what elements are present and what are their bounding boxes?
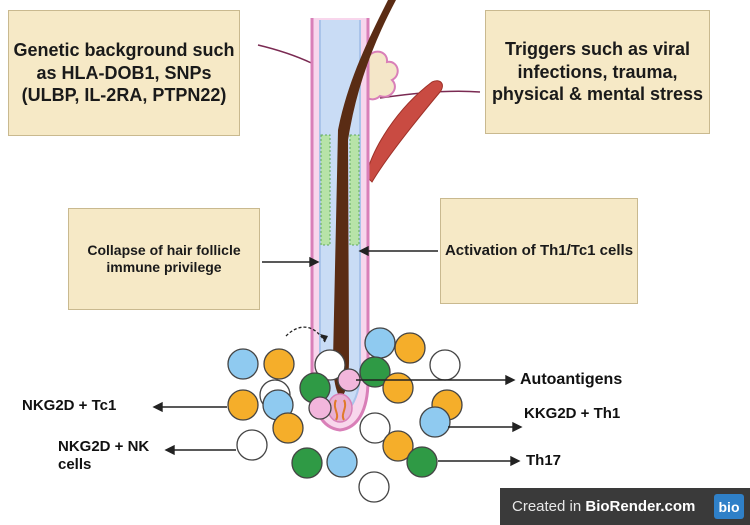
triggers-box: Triggers such as viral infections, traum… [485,10,710,134]
pointer-arrows [152,245,523,467]
immune-cell-icon [272,412,304,444]
immune-cell-icon [358,471,390,503]
immune-cell-icon [263,348,295,380]
hair-shaft [333,0,396,398]
curved-arrow [285,326,326,343]
nkg2d-tc1-label: NKG2D + Tc1 [22,397,117,414]
nkg2d-nk-label: NKG2D + NK cells [58,438,150,473]
immune-cell-icon [359,412,391,444]
immune-cells [227,327,463,503]
immune-cell-icon [364,327,396,359]
badge-text: Created in BioRender.com [500,498,695,515]
immune-cell-icon [314,349,346,381]
th17-label: Th17 [526,452,562,469]
immune-cell-icon [291,447,323,479]
immune-cell-icon [406,446,438,478]
bulge-zone-left [320,134,331,246]
genetic-background-box: Genetic background such as HLA-DOB1, SNP… [8,10,240,136]
th1-tc1-activation-text: Activation of Th1/Tc1 cells [444,241,634,259]
bulge-zone-right [349,134,360,246]
immune-cell-icon [308,396,332,420]
immune-cell-icon [236,429,268,461]
kkg2d-th1-label: KKG2D + Th1 [524,405,621,422]
immune-cell-icon [227,348,259,380]
immune-cell-icon [419,406,451,438]
immune-cell-icon [382,372,414,404]
badge-brand: BioRender.com [585,498,696,515]
immune-cell-icon [227,389,259,421]
biorender-logo-icon: bio [714,494,744,519]
badge-prefix: Created in [512,498,586,515]
th1-tc1-activation-box: Activation of Th1/Tc1 cells [440,198,638,304]
autoantigens-label: Autoantigens [520,371,623,388]
immune-cell-icon [394,332,426,364]
genetic-background-text: Genetic background such as HLA-DOB1, SNP… [13,40,235,106]
arrector-pili-muscle-icon [365,80,443,183]
immune-privilege-collapse-box: Collapse of hair follicle immune privile… [68,208,260,310]
immune-cell-icon [382,430,414,462]
immune-cell-icon [429,349,461,381]
papilla-vessel [333,399,347,421]
immune-cell-icon [326,446,358,478]
immune-privilege-collapse-text: Collapse of hair follicle immune privile… [87,241,241,276]
triggers-text: Triggers such as viral infections, traum… [491,39,704,105]
biorender-badge[interactable]: Created in BioRender.com bio [500,488,750,525]
curved-arrow-head [320,334,328,342]
